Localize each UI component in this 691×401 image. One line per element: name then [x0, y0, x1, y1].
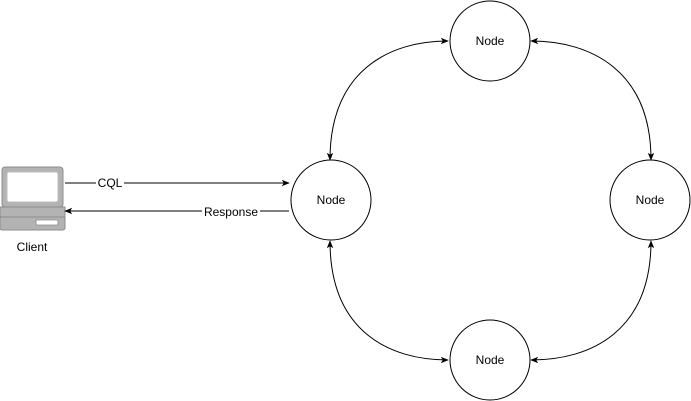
edge-bottom-center: [326, 240, 449, 364]
response-label-background: [202, 204, 260, 217]
node-right[interactable]: Node: [609, 159, 691, 241]
cql-label-background: [96, 176, 124, 189]
node-center-label: Node: [317, 193, 346, 207]
edge-right-bottom: [530, 240, 655, 364]
node-bottom-label: Node: [476, 353, 505, 367]
response-label: Response: [204, 205, 258, 219]
edge-center-top: [326, 37, 449, 161]
node-top[interactable]: Node: [449, 0, 531, 82]
node-right-label: Node: [636, 193, 665, 207]
client-label: Client: [17, 240, 48, 254]
node-top-label: Node: [476, 34, 505, 48]
cql-label: CQL: [98, 176, 123, 190]
node-bottom[interactable]: Node: [449, 319, 531, 401]
edge-top-right: [530, 37, 655, 161]
laptop-icon[interactable]: [0, 166, 66, 231]
node-center[interactable]: Node: [290, 159, 372, 241]
